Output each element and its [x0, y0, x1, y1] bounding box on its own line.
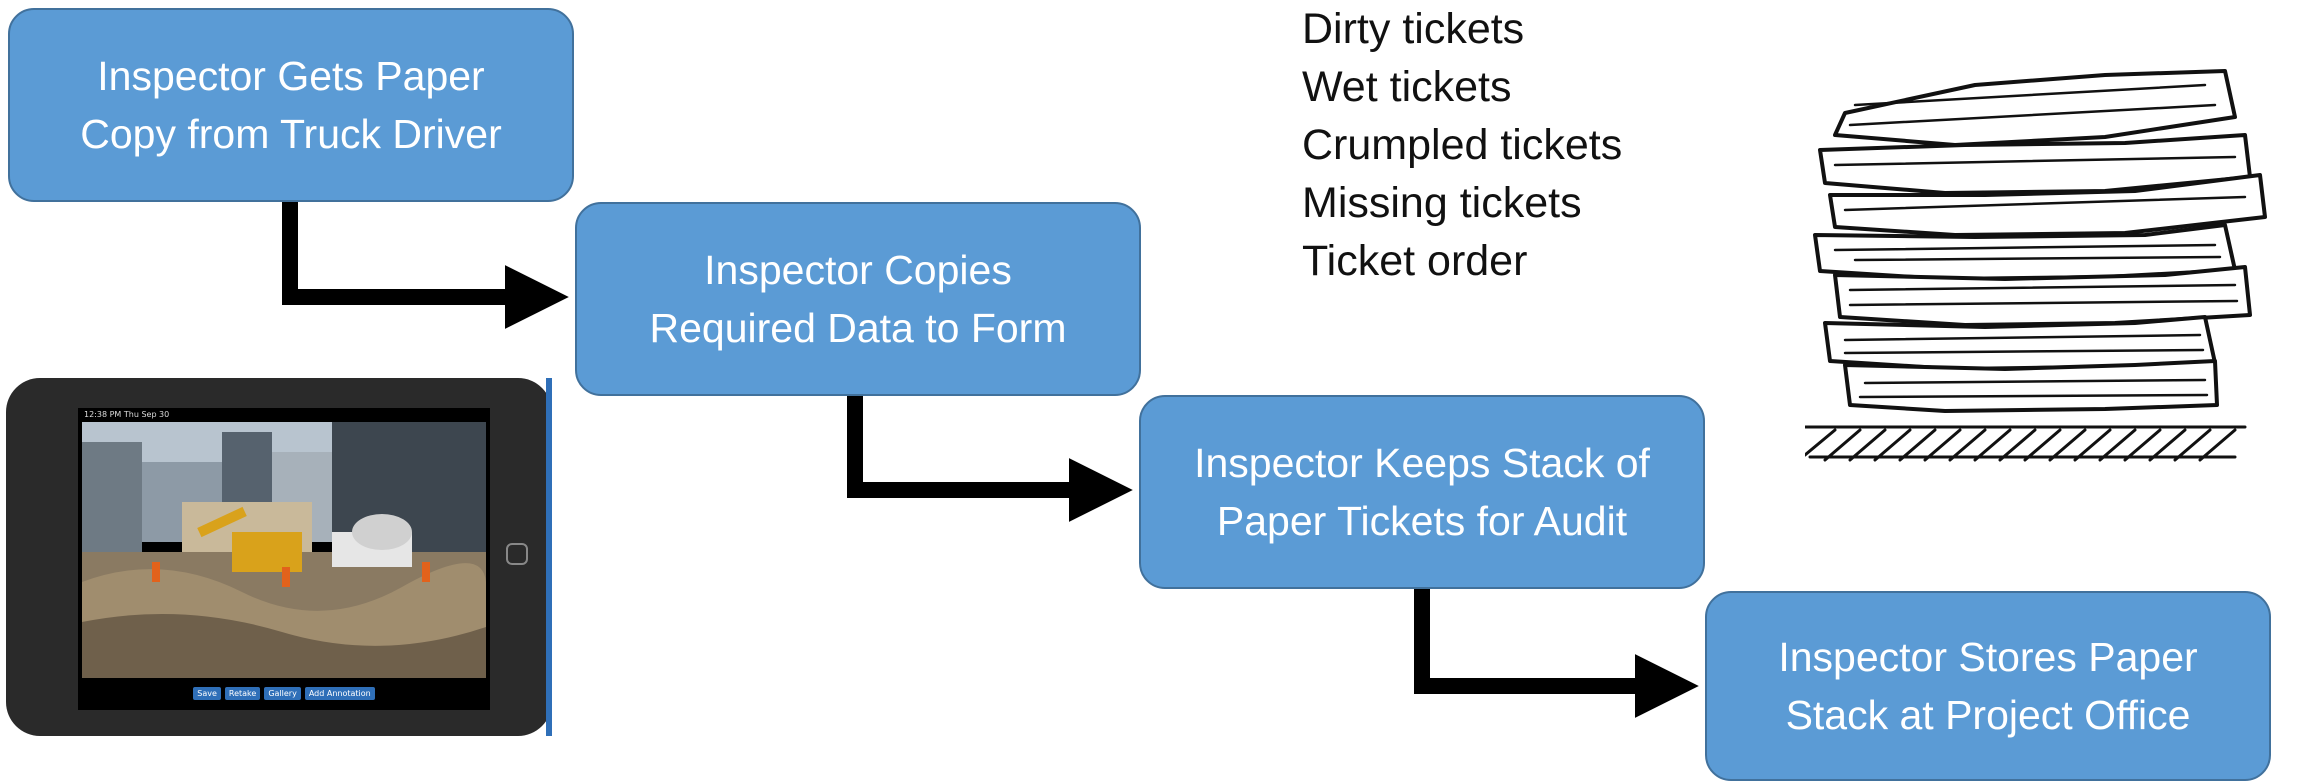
flow-step-label: Inspector Keeps Stack of Paper Tickets f… [1194, 440, 1650, 544]
connector-arrow-3 [1414, 589, 1699, 718]
tablet-side-accent [546, 378, 552, 736]
home-button-icon [506, 543, 528, 565]
add-annotation-button[interactable]: Add Annotation [304, 686, 375, 700]
issue-item: Crumpled tickets [1302, 121, 1623, 169]
construction-site-photo [82, 422, 486, 678]
flow-step-store-stack: Inspector Stores Paper Stack at Project … [1705, 591, 2271, 781]
flow-step-keep-stack: Inspector Keeps Stack of Paper Tickets f… [1139, 395, 1705, 589]
tablet-status-bar: 12:38 PM Thu Sep 30 [84, 410, 170, 419]
connector-arrow-2 [847, 396, 1133, 522]
tablet-toolbar: Save Retake Gallery Add Annotation [78, 680, 490, 706]
retake-button[interactable]: Retake [224, 686, 261, 700]
flow-step-label: Inspector Stores Paper Stack at Project … [1778, 634, 2198, 738]
flow-step-get-paper-copy: Inspector Gets Paper Copy from Truck Dri… [8, 8, 574, 202]
issue-item: Ticket order [1302, 237, 1528, 285]
paper-stack-icon [1805, 69, 2267, 462]
issue-item: Dirty tickets [1302, 5, 1525, 53]
save-button[interactable]: Save [193, 686, 221, 700]
issues-list: Dirty tickets Wet tickets Crumpled ticke… [1302, 0, 1622, 290]
connector-arrow-1 [282, 202, 569, 329]
flow-step-copy-data: Inspector Copies Required Data to Form [575, 202, 1141, 396]
flow-step-label: Inspector Copies Required Data to Form [649, 247, 1067, 351]
tablet-device: 12:38 PM Thu Sep 30 Save Retake Gallery … [6, 378, 552, 736]
tablet-screen: 12:38 PM Thu Sep 30 Save Retake Gallery … [78, 408, 490, 710]
issue-item: Missing tickets [1302, 179, 1582, 227]
issue-item: Wet tickets [1302, 63, 1512, 111]
gallery-button[interactable]: Gallery [264, 686, 301, 700]
flow-step-label: Inspector Gets Paper Copy from Truck Dri… [80, 53, 502, 157]
